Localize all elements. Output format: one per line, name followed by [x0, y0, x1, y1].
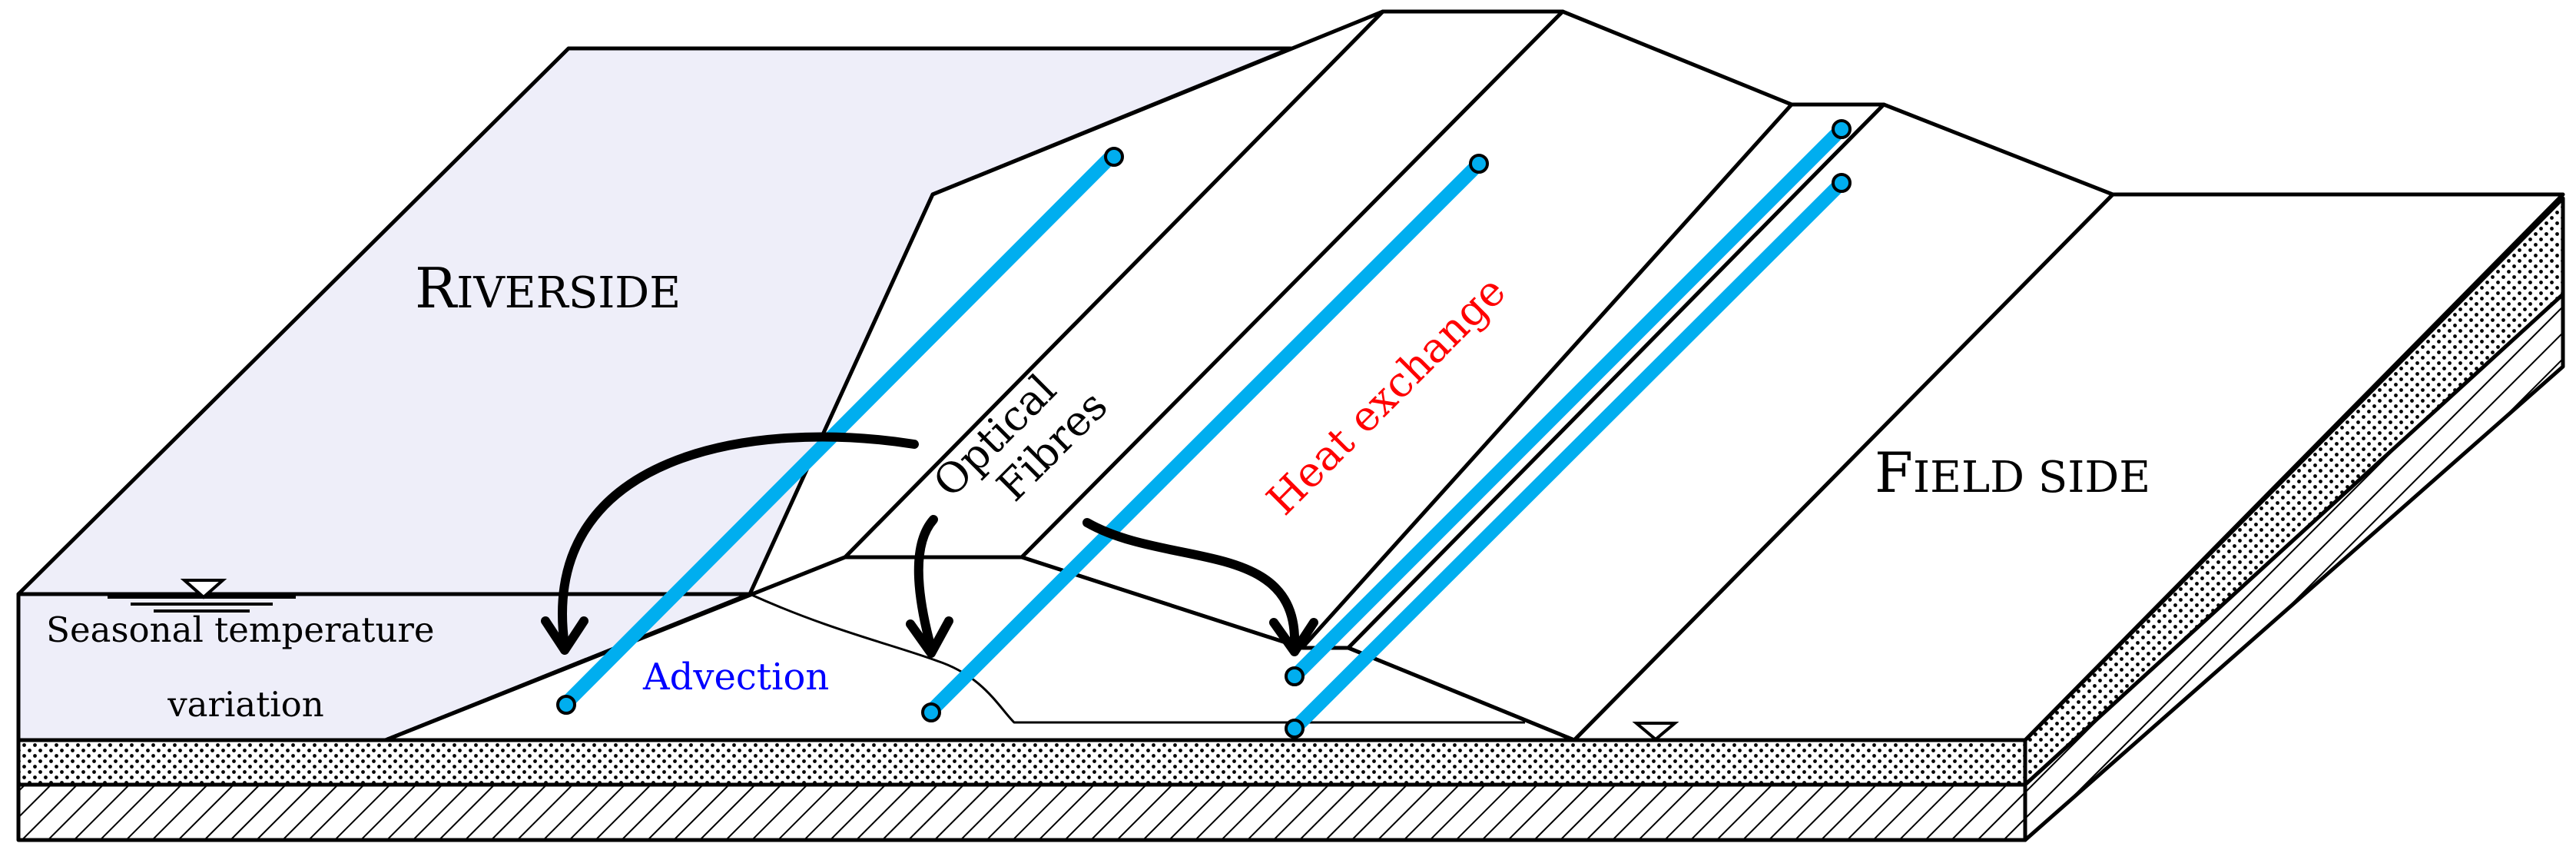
optical-fibre-arrow — [913, 515, 938, 652]
fieldside-label: FIELD SIDE — [1875, 440, 2150, 505]
phreatic-level-icon — [1632, 722, 1679, 742]
fibre-end-riverside-front — [556, 695, 576, 715]
optical-fibre-berm — [1288, 122, 1848, 683]
seasonal-variation-label: Seasonal temperature variation — [46, 609, 446, 725]
fibre-end-crest-back — [1469, 154, 1489, 174]
fibre-end-crest-front — [921, 702, 941, 722]
sand-layer-front — [16, 738, 2027, 787]
optical-fibre-riverside — [559, 147, 1121, 710]
heat-exchange-arrow — [1082, 518, 1300, 650]
optical-fibre-arrow-head — [906, 616, 953, 658]
fibre-end-toe-back — [1832, 173, 1852, 193]
fibre-end-berm-back — [1832, 119, 1852, 139]
advection-label: Advection — [642, 656, 829, 699]
advection-arrow-head — [541, 616, 588, 655]
clay-layer-side — [2023, 292, 2565, 842]
fibre-end-riverside-back — [1104, 147, 1124, 167]
fibre-end-toe-front — [1285, 719, 1305, 739]
fibre-end-berm-front — [1285, 666, 1305, 686]
water-level-icon — [108, 579, 296, 613]
heat-exchange-arrow-head — [1269, 618, 1318, 656]
riverside-label: RIVERSIDE — [415, 256, 681, 320]
phreatic-line — [749, 593, 1525, 724]
clay-layer-front — [16, 782, 2027, 842]
optical-fibre-crest — [924, 157, 1486, 718]
advection-arrow — [558, 432, 919, 650]
optical-fibre-toe — [1288, 176, 1848, 735]
